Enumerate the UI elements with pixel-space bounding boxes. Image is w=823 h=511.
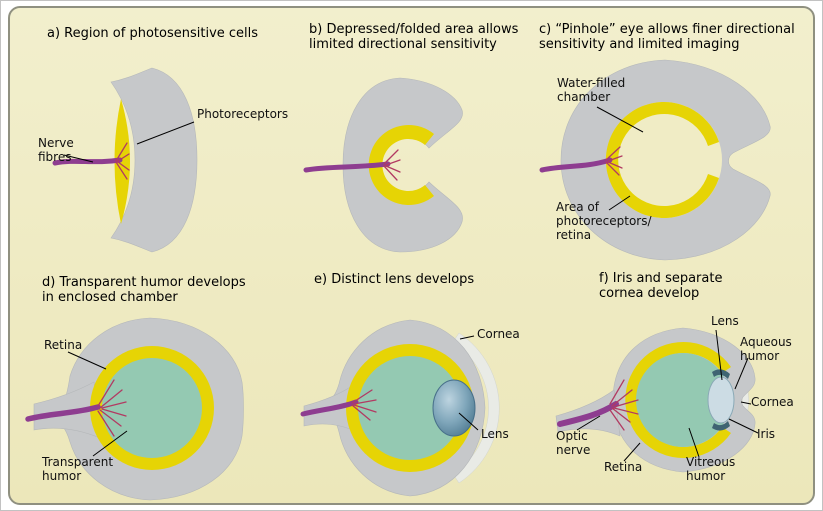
transparent-humor	[102, 358, 202, 458]
photoreceptor-layer	[114, 99, 130, 224]
leader-line	[596, 106, 644, 133]
label-vitreous-humor: Vitreous humor	[686, 455, 736, 483]
panel-d-illustration	[25, 317, 244, 501]
label-iris: Iris	[757, 427, 776, 441]
panel-a-title: a) Region of photosensitive cells	[47, 26, 259, 41]
label-retina-f: Retina	[604, 460, 643, 474]
label-cornea-e: Cornea	[477, 327, 520, 341]
label-transparent-humor: Transparent humor	[42, 455, 114, 483]
label-cornea-f: Cornea	[751, 395, 794, 409]
panel-a-illustration	[52, 67, 198, 253]
leader-line	[63, 154, 94, 163]
leader-line	[92, 430, 128, 457]
leader-line	[608, 195, 631, 211]
panel-e-title: e) Distinct lens develops	[314, 272, 475, 287]
nerve-fibre	[25, 404, 101, 422]
vitreous-humor	[636, 353, 730, 447]
panel-f-illustration	[555, 327, 759, 473]
cornea-layer	[452, 332, 500, 484]
label-retina-d: Retina	[44, 338, 83, 352]
nerve-branches	[609, 379, 639, 431]
panel-b-illustration	[303, 77, 463, 253]
leader-line	[734, 357, 749, 390]
nerve-branches	[115, 142, 130, 180]
water-filled-chamber	[606, 102, 722, 218]
leader-line	[623, 442, 641, 462]
leader-line	[576, 415, 601, 431]
leader-line	[715, 329, 723, 381]
label-optic-nerve: Optic nerve	[556, 429, 591, 457]
label-nerve-fibres: Nerve fibres	[38, 136, 74, 164]
nerve-branches	[351, 389, 377, 421]
panel-d-title: d) Transparent humor develops in enclose…	[42, 275, 246, 306]
nerve-fibre	[52, 157, 123, 166]
panel-f-title: f) Iris and separate cornea develop	[599, 271, 723, 302]
panel-b-title: b) Depressed/folded area allows limited …	[309, 22, 519, 53]
photoreceptor-cup	[368, 124, 434, 205]
leader-line	[136, 121, 195, 145]
lens	[707, 376, 735, 424]
nerve-fibre	[539, 157, 613, 173]
nerve-branches	[383, 149, 401, 181]
nerve-branches	[605, 146, 623, 176]
leader-line	[458, 412, 479, 431]
nerve-branches	[97, 379, 127, 437]
label-photoreceptors: Photoreceptors	[197, 107, 289, 121]
label-water-filled-chamber: Water-filled chamber	[557, 76, 626, 104]
leader-line	[67, 351, 107, 370]
nerve-stalk	[555, 389, 621, 437]
leader-line	[728, 418, 759, 434]
iris	[712, 369, 730, 431]
lens	[432, 379, 476, 437]
label-area-of-photoreceptors: Area of photoreceptors/ retina	[556, 200, 652, 242]
label-lens-f: Lens	[711, 314, 739, 328]
panel-e-illustration	[300, 319, 500, 497]
panel-c-illustration	[539, 59, 771, 261]
leader-line	[740, 401, 752, 405]
cell-body-shape	[110, 67, 198, 253]
label-lens-e: Lens	[481, 427, 509, 441]
panel-c-title: c) “Pinhole” eye allows finer directiona…	[539, 22, 795, 53]
nerve-fibre	[303, 161, 391, 173]
label-aqueous-humor: Aqueous humor	[740, 335, 792, 363]
transparent-humor	[358, 356, 462, 460]
leader-line	[459, 335, 475, 340]
leader-line	[688, 427, 700, 458]
